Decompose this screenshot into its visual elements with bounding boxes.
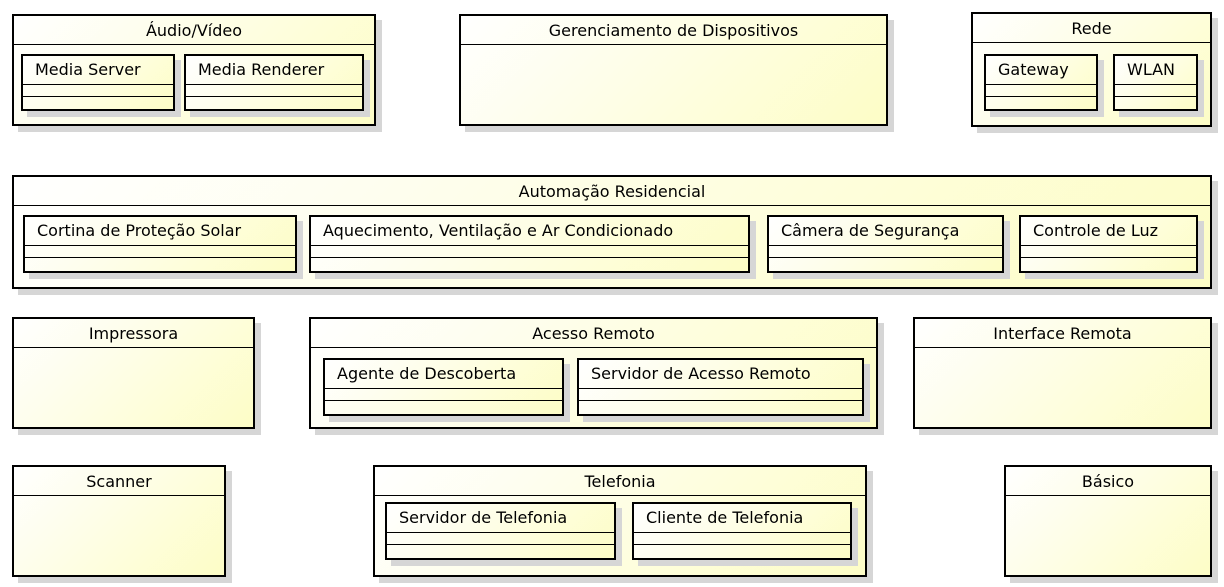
operations-section	[634, 544, 850, 556]
class-name: Servidor de Acesso Remoto	[591, 364, 811, 383]
class-name: Controle de Luz	[1033, 221, 1159, 240]
package-basic[interactable]: Básico	[1004, 465, 1212, 577]
class-security-camera[interactable]: Câmera de Segurança	[767, 215, 1004, 273]
class-media-renderer[interactable]: Media Renderer	[184, 54, 364, 111]
operations-section	[311, 257, 748, 269]
operations-section	[186, 96, 362, 108]
package-title: Gerenciamento de Dispositivos	[461, 16, 886, 45]
attributes-section	[387, 532, 614, 544]
attributes-section	[25, 245, 295, 257]
class-name: Cortina de Proteção Solar	[37, 221, 242, 240]
class-name: WLAN	[1127, 60, 1176, 79]
package-title: Acesso Remoto	[311, 319, 876, 348]
attributes-section	[325, 388, 562, 400]
operations-section	[1021, 257, 1196, 269]
class-name: Media Server	[35, 60, 141, 79]
class-discovery-agent[interactable]: Agente de Descoberta	[323, 358, 564, 416]
attributes-section	[769, 245, 1002, 257]
package-title: Interface Remota	[915, 319, 1210, 348]
class-name: Cliente de Telefonia	[646, 508, 804, 527]
class-name: Gateway	[998, 60, 1069, 79]
operations-section	[325, 400, 562, 412]
operations-section	[387, 544, 614, 556]
class-hvac[interactable]: Aquecimento, Ventilação e Ar Condicionad…	[309, 215, 750, 273]
attributes-section	[1021, 245, 1196, 257]
class-name: Servidor de Telefonia	[399, 508, 568, 527]
attributes-section	[634, 532, 850, 544]
class-name: Aquecimento, Ventilação e Ar Condicionad…	[323, 221, 674, 240]
class-name: Media Renderer	[198, 60, 325, 79]
operations-section	[25, 257, 295, 269]
attributes-section	[23, 84, 173, 96]
class-wlan[interactable]: WLAN	[1113, 54, 1198, 111]
class-name: Câmera de Segurança	[781, 221, 960, 240]
package-printer[interactable]: Impressora	[12, 317, 255, 429]
attributes-section	[186, 84, 362, 96]
class-telephony-server[interactable]: Servidor de Telefonia	[385, 502, 616, 560]
class-gateway[interactable]: Gateway	[984, 54, 1098, 111]
operations-section	[769, 257, 1002, 269]
package-title: Áudio/Vídeo	[14, 16, 374, 45]
package-title: Impressora	[14, 319, 253, 348]
class-media-server[interactable]: Media Server	[21, 54, 175, 111]
operations-section	[986, 96, 1096, 108]
package-title: Básico	[1006, 467, 1210, 496]
package-scanner[interactable]: Scanner	[12, 465, 226, 577]
class-light-control[interactable]: Controle de Luz	[1019, 215, 1198, 273]
class-remote-access-server[interactable]: Servidor de Acesso Remoto	[577, 358, 864, 416]
attributes-section	[1115, 84, 1196, 96]
package-title: Scanner	[14, 467, 224, 496]
package-title: Telefonia	[375, 467, 865, 496]
class-telephony-client[interactable]: Cliente de Telefonia	[632, 502, 852, 560]
operations-section	[579, 400, 862, 412]
attributes-section	[311, 245, 748, 257]
package-title: Rede	[973, 14, 1210, 43]
class-solar-curtain[interactable]: Cortina de Proteção Solar	[23, 215, 297, 273]
attributes-section	[986, 84, 1096, 96]
package-device-management[interactable]: Gerenciamento de Dispositivos	[459, 14, 888, 126]
package-title: Automação Residencial	[14, 177, 1210, 206]
operations-section	[1115, 96, 1196, 108]
package-remote-interface[interactable]: Interface Remota	[913, 317, 1212, 429]
operations-section	[23, 96, 173, 108]
class-name: Agente de Descoberta	[337, 364, 517, 383]
attributes-section	[579, 388, 862, 400]
